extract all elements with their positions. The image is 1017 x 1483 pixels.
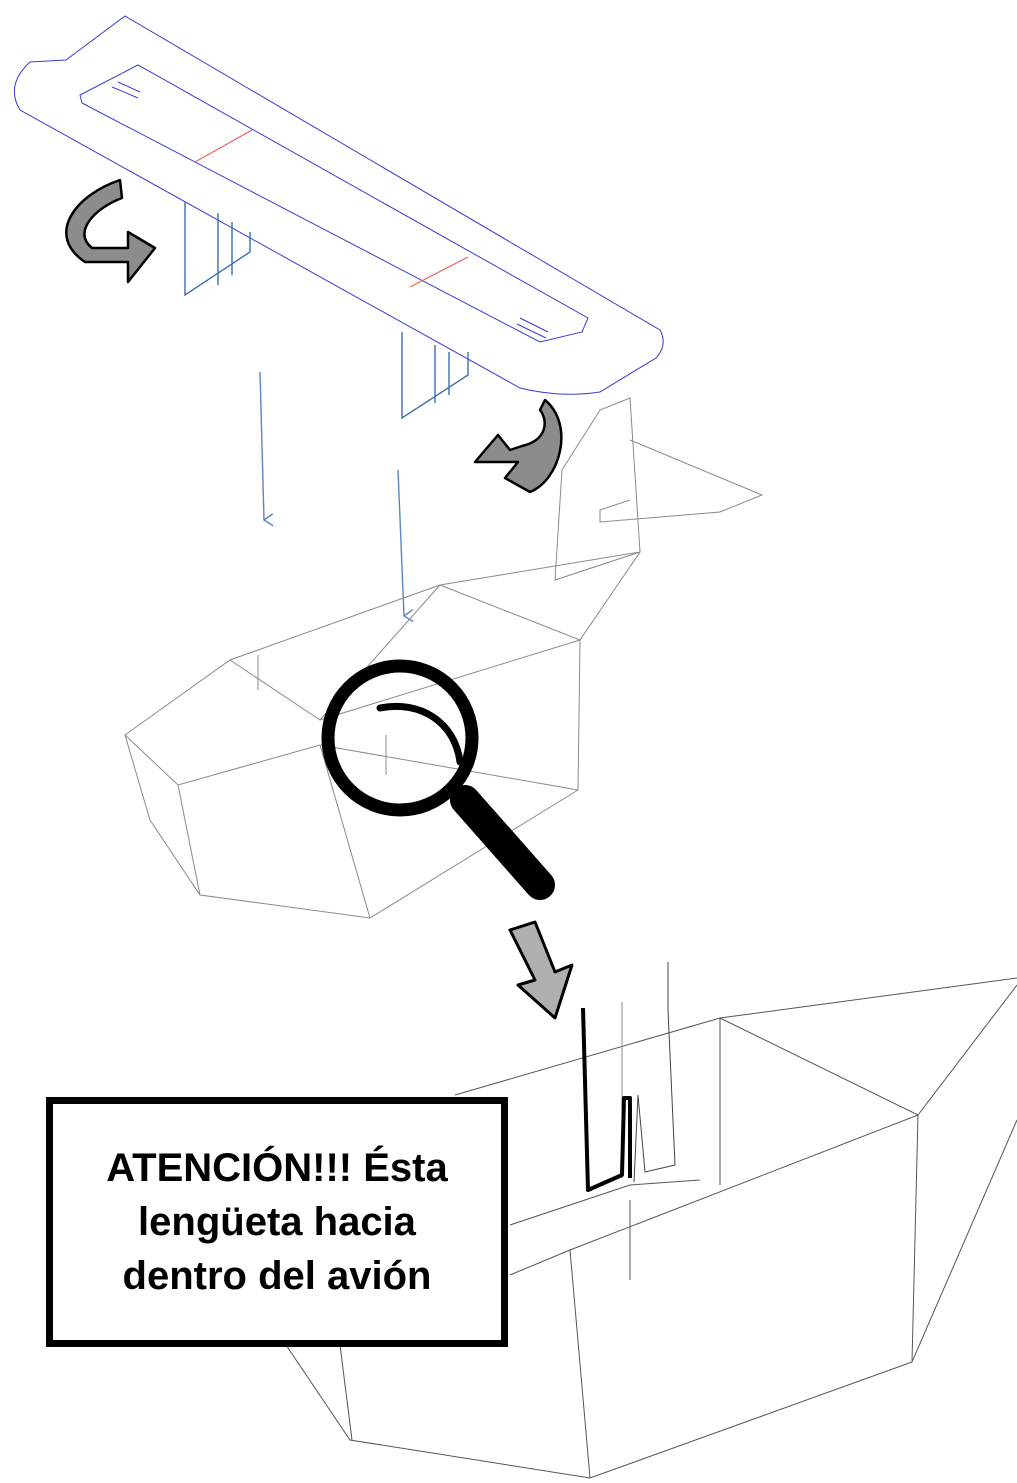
rotate-arrow-icon [66, 180, 155, 282]
stabilizer-outline [14, 16, 663, 394]
down-arrow-icon [260, 372, 264, 520]
fold-line-right [410, 257, 468, 287]
stabilizer-part [14, 16, 663, 418]
rotate-arrow-icon [475, 400, 561, 492]
tab-right [402, 332, 468, 418]
down-arrow-icon [398, 470, 404, 616]
fuselage-model [125, 398, 762, 918]
attention-line-2: lengüeta hacia [106, 1195, 447, 1249]
attention-text: ATENCIÓN!!! Ésta lengüeta hacia dentro d… [106, 1141, 447, 1303]
highlighted-tab [583, 1008, 630, 1190]
fin-tail [600, 440, 762, 522]
slot-left [112, 82, 140, 98]
vertical-fin [555, 398, 640, 580]
slot-right [517, 318, 548, 338]
attention-line-3: dentro del avión [106, 1249, 447, 1303]
attention-callout: ATENCIÓN!!! Ésta lengüeta hacia dentro d… [46, 1097, 508, 1347]
attention-line-1: ATENCIÓN!!! Ésta [106, 1141, 447, 1195]
stabilizer-inner-outline [80, 65, 588, 342]
magnifier-icon [328, 666, 540, 885]
fold-line-left [195, 130, 252, 162]
tab-left [185, 202, 250, 295]
zoom-arrow-icon [510, 922, 572, 1018]
